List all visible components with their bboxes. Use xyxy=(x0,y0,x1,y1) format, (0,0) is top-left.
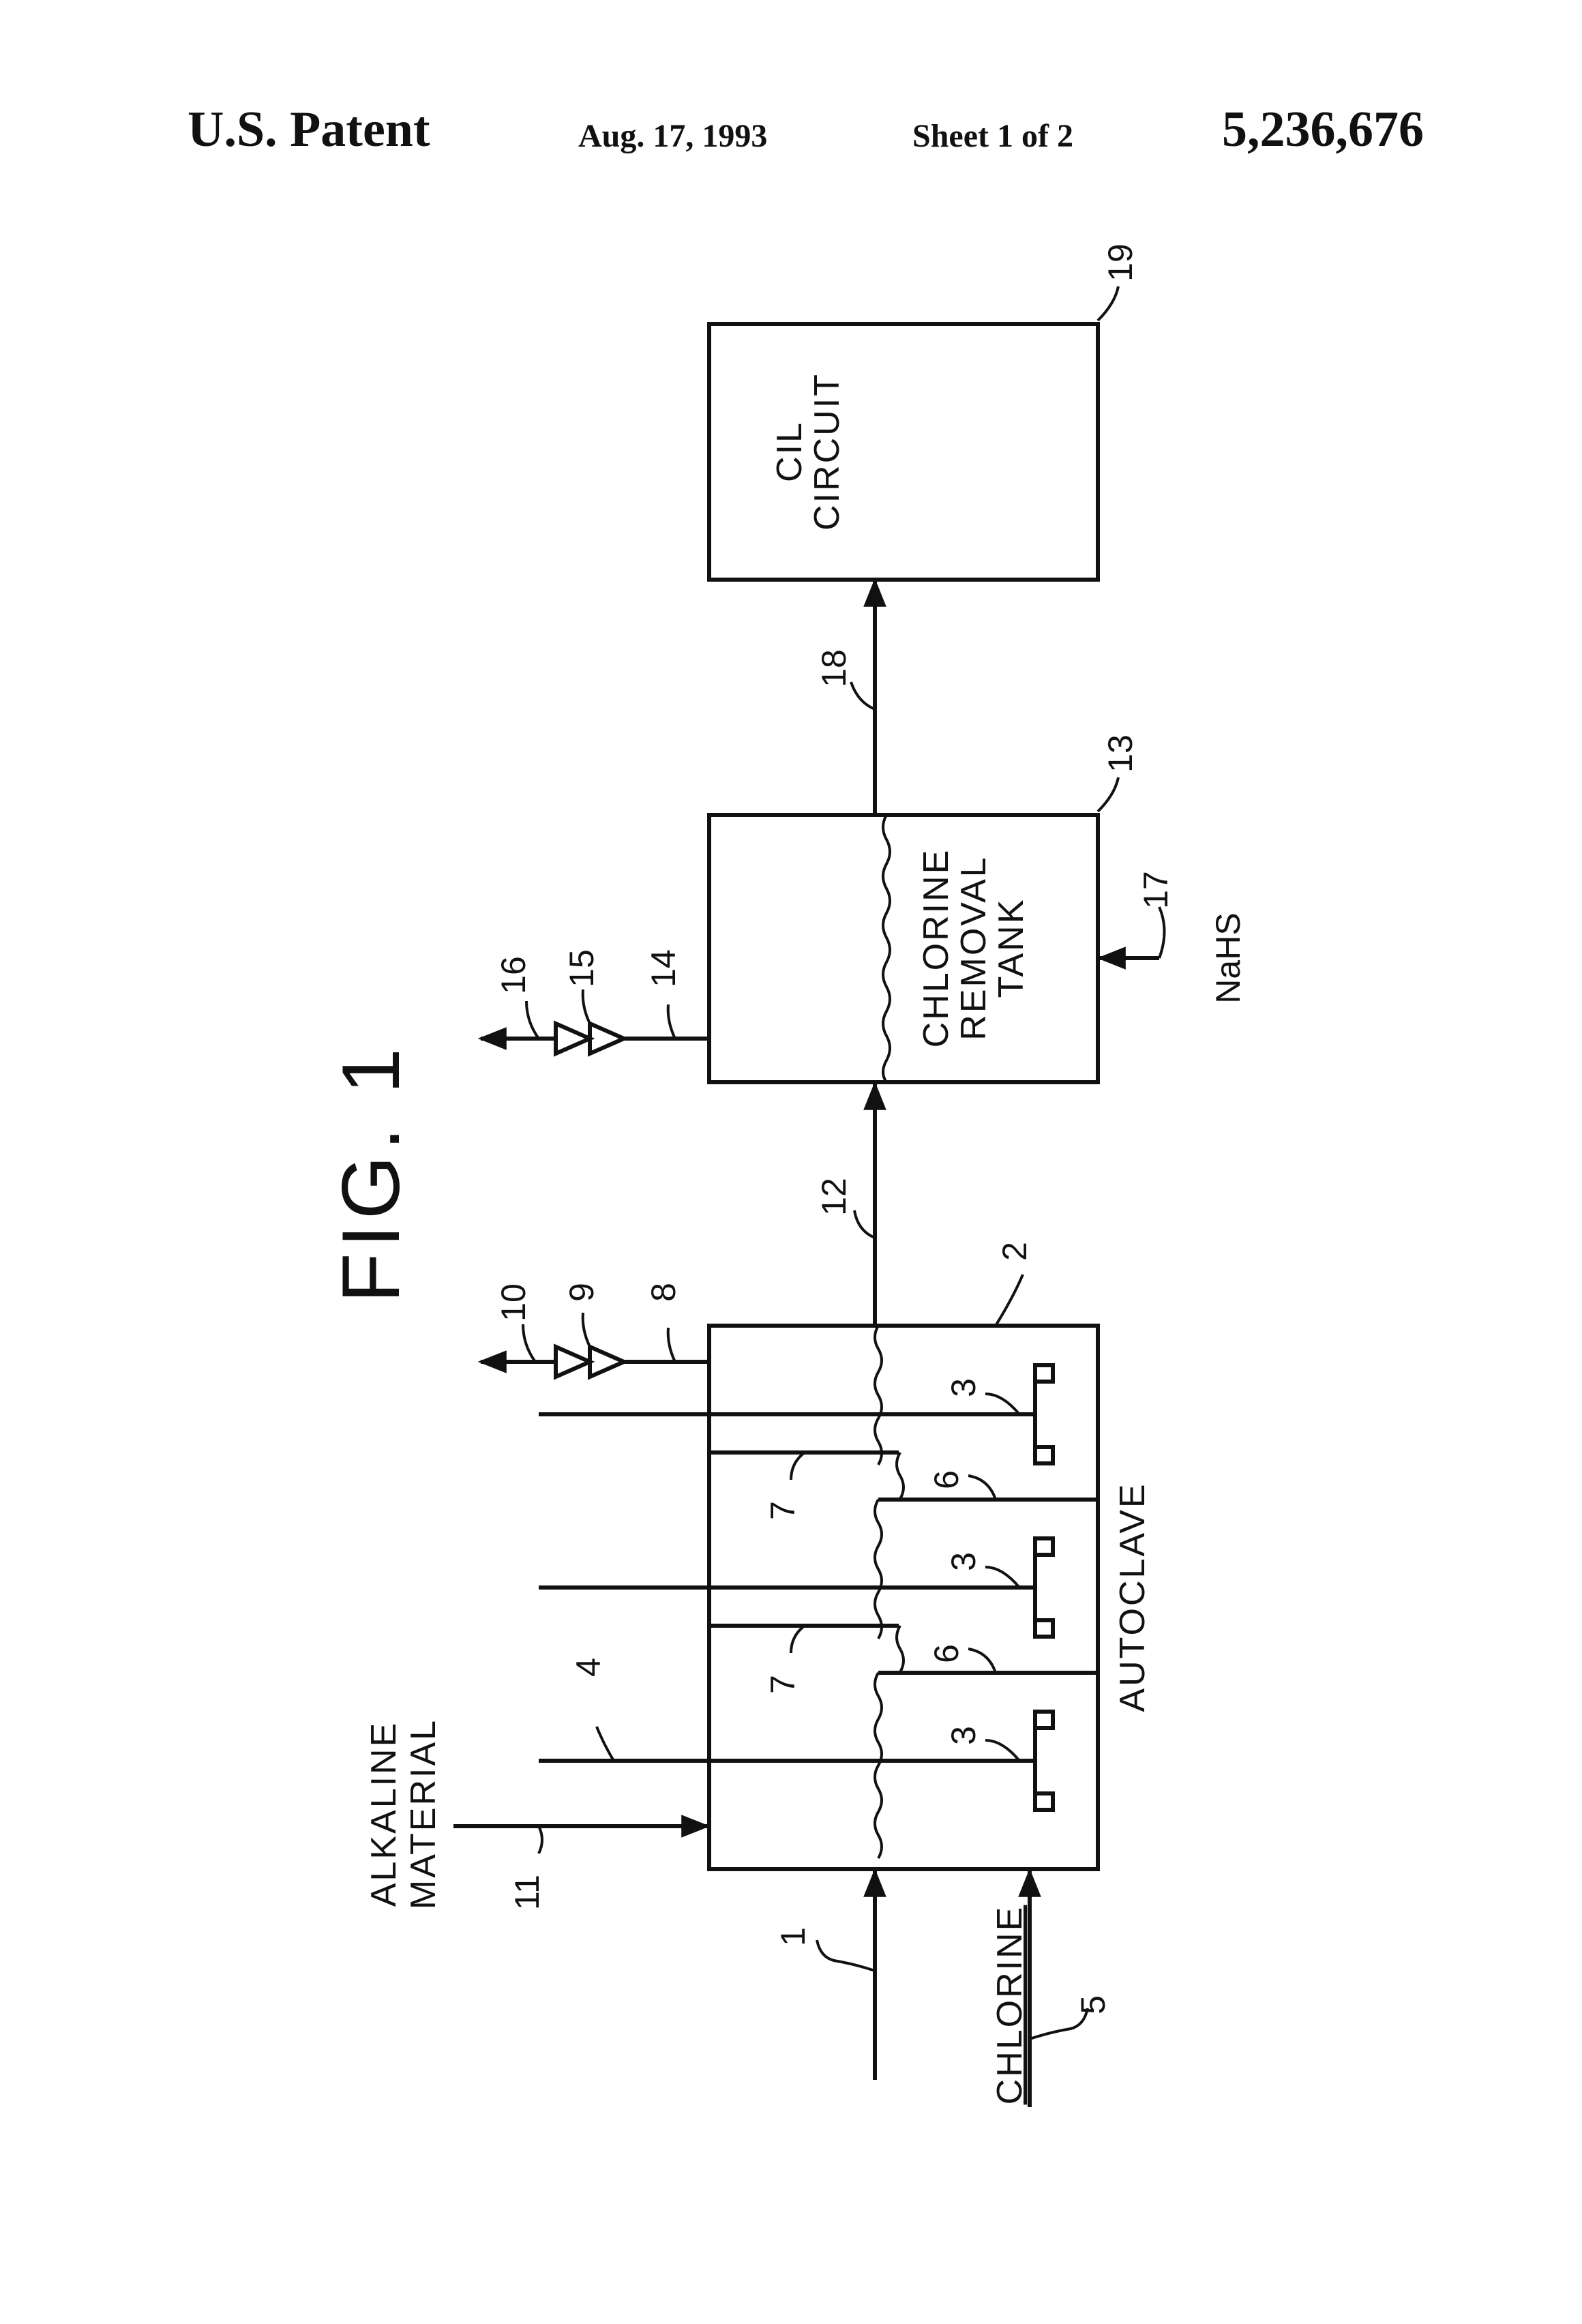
autoclave-valve xyxy=(556,1347,624,1377)
cil-circuit-label-line2: CIRCUIT xyxy=(807,372,847,531)
ref-3-middle: 3 xyxy=(944,1552,983,1571)
leader-3 xyxy=(985,1394,1019,1414)
removal-tank-label-line2: REMOVAL xyxy=(954,855,994,1040)
ref-2: 2 xyxy=(996,1242,1034,1261)
alkaline-material-label-line2: MATERIAL xyxy=(404,1718,443,1909)
agitator-blade xyxy=(1035,1793,1053,1810)
leader-1 xyxy=(817,1940,875,1971)
leader-2 xyxy=(996,1275,1023,1326)
chlorine-input-label: CHLORINE xyxy=(990,1905,1030,2105)
leader-15 xyxy=(583,989,590,1024)
ref-10: 10 xyxy=(494,1283,533,1322)
ref-15: 15 xyxy=(563,949,601,987)
liquid-level-compartment-1 xyxy=(875,1326,882,1465)
ref-11: 11 xyxy=(508,1875,546,1910)
ref-6-upper: 6 xyxy=(927,1470,966,1489)
ref-16: 16 xyxy=(494,956,533,994)
agitator-blade xyxy=(1035,1365,1053,1382)
ref-6-lower: 6 xyxy=(927,1644,966,1663)
liquid-level-compartment-1b xyxy=(897,1452,904,1499)
autoclave-vessel xyxy=(709,1326,1098,1869)
leader-16 xyxy=(526,1001,539,1039)
removal-tank-label-line3: TANK xyxy=(991,898,1031,998)
ref-4: 4 xyxy=(569,1658,608,1677)
leader-3 xyxy=(985,1567,1019,1588)
leader-4 xyxy=(597,1727,614,1761)
cil-circuit-box xyxy=(709,324,1098,580)
ref-7-upper: 7 xyxy=(764,1501,802,1520)
leader-3 xyxy=(985,1740,1019,1761)
ref-3-upper: 3 xyxy=(944,1378,983,1397)
agitator-blade xyxy=(1035,1538,1053,1555)
tank-liquid-level xyxy=(883,815,890,1082)
leader-18 xyxy=(851,682,875,709)
ref-14: 14 xyxy=(644,949,683,987)
ref-12: 12 xyxy=(815,1178,853,1216)
leader-17 xyxy=(1159,907,1165,958)
ref-1: 1 xyxy=(774,1927,812,1946)
ref-7-lower: 7 xyxy=(764,1675,802,1694)
autoclave-label: AUTOCLAVE xyxy=(1113,1482,1152,1712)
leader-12 xyxy=(854,1210,875,1238)
liquid-level-compartment-3 xyxy=(875,1673,882,1858)
leader-7 xyxy=(791,1626,805,1653)
ref-5: 5 xyxy=(1074,1995,1112,2014)
liquid-level-compartment-2b xyxy=(897,1626,904,1672)
leader-13 xyxy=(1098,777,1118,811)
leader-9 xyxy=(583,1313,590,1347)
ref-13: 13 xyxy=(1101,734,1139,773)
ref-9: 9 xyxy=(563,1283,601,1302)
leader-6 xyxy=(968,1649,996,1673)
tank-valve xyxy=(556,1024,624,1054)
cil-circuit-label-line1: CIL xyxy=(770,421,809,482)
leader-19 xyxy=(1098,286,1118,321)
figure-title: FIG. 1 xyxy=(325,1043,417,1302)
ref-8: 8 xyxy=(644,1283,683,1302)
agitator-blade xyxy=(1035,1620,1053,1637)
ref-19: 19 xyxy=(1101,243,1139,282)
alkaline-material-label-line1: ALKALINE xyxy=(364,1721,404,1907)
leader-14 xyxy=(668,1004,675,1039)
leader-8 xyxy=(668,1328,675,1362)
chlorine-removal-tank xyxy=(709,815,1098,1082)
liquid-level-compartment-2 xyxy=(875,1500,882,1639)
agitator-blade xyxy=(1035,1447,1053,1463)
leader-7 xyxy=(791,1452,805,1480)
nahs-label: NaHS xyxy=(1209,912,1247,1003)
ref-17: 17 xyxy=(1137,871,1175,909)
removal-tank-label-line1: CHLORINE xyxy=(916,848,956,1048)
ref-18: 18 xyxy=(815,649,853,687)
leader-6 xyxy=(968,1476,996,1500)
agitator-blade xyxy=(1035,1712,1053,1728)
leader-11 xyxy=(539,1826,542,1853)
leader-10 xyxy=(523,1324,535,1362)
ref-3-lower: 3 xyxy=(944,1726,983,1745)
